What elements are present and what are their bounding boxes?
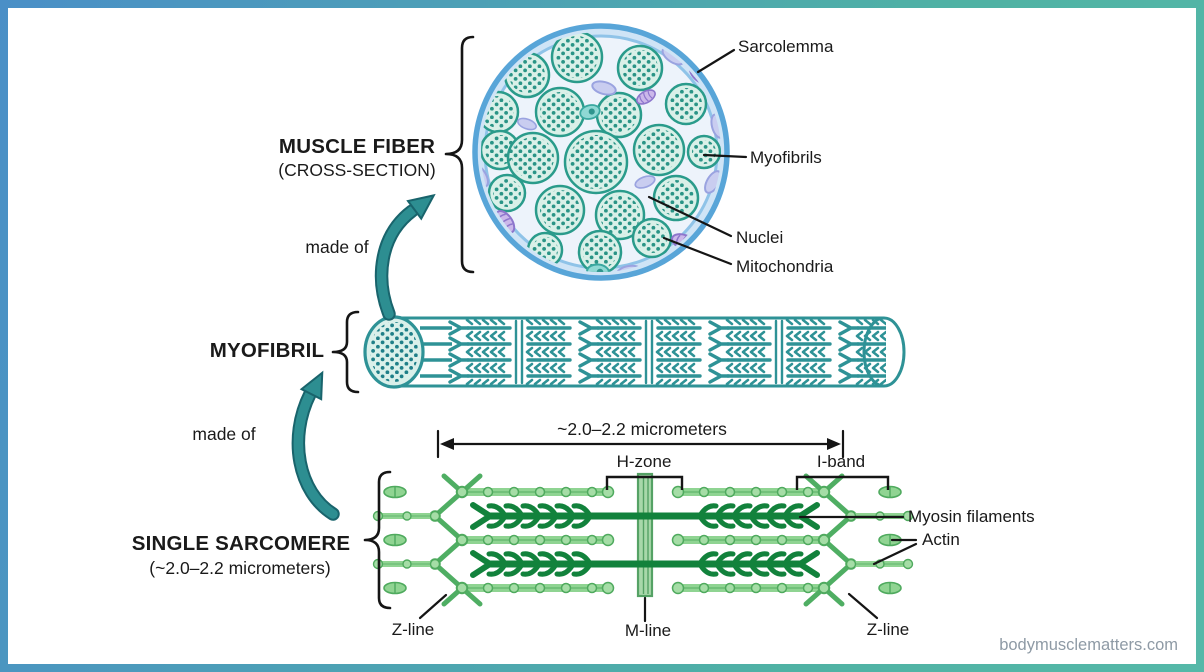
leader-lines	[418, 48, 918, 623]
actin-label: Actin	[922, 530, 960, 550]
myofibrils-leader	[702, 153, 748, 159]
made-of-arrow-lower	[291, 370, 340, 521]
mitochondria-label: Mitochondria	[736, 257, 834, 277]
sarcomere-subtitle: (~2.0–2.2 micrometers)	[149, 557, 331, 578]
h-zone-bracket	[605, 475, 684, 490]
myofibril-cylinder	[363, 315, 906, 389]
braces	[331, 35, 475, 610]
measurement-label: ~2.0–2.2 micrometers	[557, 418, 727, 439]
i-band-label: I-band	[816, 452, 866, 472]
muscle-anatomy-illustration	[291, 23, 918, 623]
myofibril-title: MYOFIBRIL	[209, 339, 325, 363]
myofibril-brace	[331, 310, 360, 394]
mitochondria-leader	[662, 236, 733, 266]
diagram-canvas: MUSCLE FIBER (CROSS-SECTION) made of Sar…	[8, 8, 1196, 664]
z-line-left-label: Z-line	[391, 620, 435, 640]
sarcomere-title: SINGLE SARCOMERE	[131, 532, 351, 556]
nuclei-label: Nuclei	[736, 228, 784, 248]
actin-leaders	[872, 538, 918, 566]
z-line-right-leader	[847, 592, 879, 620]
measurement-arrow	[436, 429, 845, 459]
myofibrils-label: Myofibrils	[750, 148, 822, 168]
i-band-bracket	[795, 475, 890, 490]
sarcolemma-label: Sarcolemma	[738, 37, 834, 57]
made-of-label-upper: made of	[305, 236, 369, 257]
muscle-fiber-subtitle: (CROSS-SECTION)	[278, 159, 436, 180]
nuclei-leader	[647, 195, 733, 238]
sarcomere-brace	[363, 470, 392, 610]
muscle-fiber-brace	[444, 35, 475, 274]
m-line-bar	[636, 472, 654, 598]
myosin-filaments-label: Myosin filaments	[908, 507, 1035, 527]
m-line-label: M-line	[624, 621, 672, 641]
made-of-label-lower: made of	[192, 423, 256, 444]
h-zone-label: H-zone	[616, 452, 672, 472]
sarcolemma-leader	[696, 48, 736, 74]
sarcomere-illustration	[374, 472, 913, 604]
muscle-fiber-title: MUSCLE FIBER	[278, 135, 436, 159]
made-of-arrow-upper	[374, 193, 436, 321]
muscle-fiber-cross-section	[472, 23, 730, 281]
z-line-left-leader	[418, 593, 448, 620]
myofibril-circles	[481, 32, 721, 272]
watermark: bodymusclematters.com	[999, 636, 1178, 654]
z-line-right-label: Z-line	[866, 620, 910, 640]
